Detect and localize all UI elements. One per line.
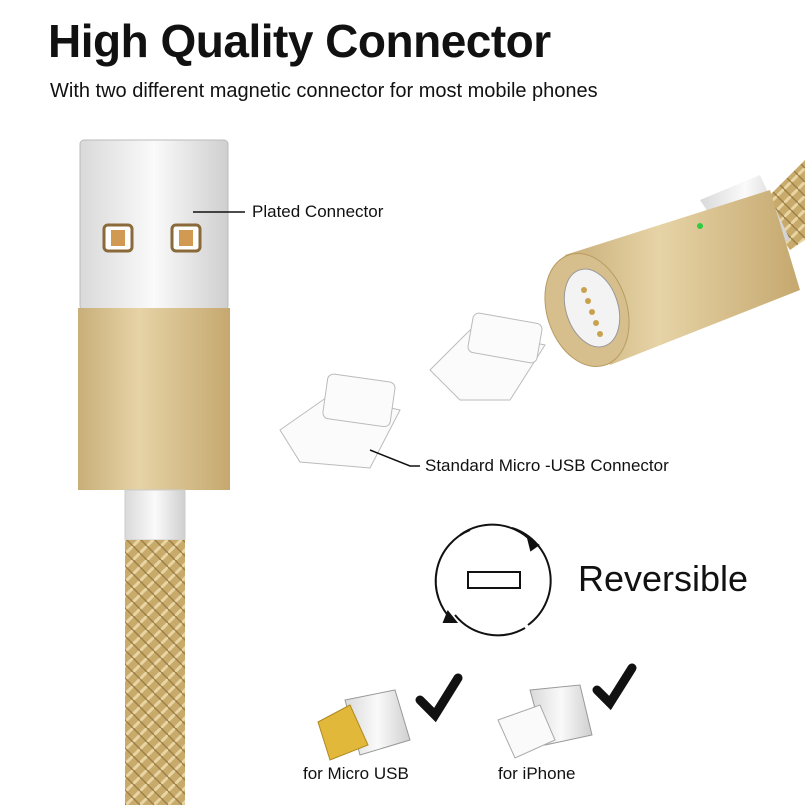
usb-a-plug <box>78 139 230 805</box>
compat-iphone-label: for iPhone <box>498 764 576 783</box>
page-title: High Quality Connector <box>48 15 551 67</box>
compat-micro-usb-label: for Micro USB <box>303 764 409 783</box>
plated-connector-label: Plated Connector <box>252 202 384 221</box>
callout-line <box>369 449 420 467</box>
check-icon <box>415 673 463 723</box>
check-icon <box>592 663 637 711</box>
magnetic-cable-head <box>544 160 805 368</box>
reversible-icon <box>434 523 552 637</box>
reversible-label: Reversible <box>578 558 749 599</box>
lightning-magnetic-tip <box>429 312 546 401</box>
led-indicator <box>697 223 703 229</box>
micro-usb-connector-label: Standard Micro -USB Connector <box>425 456 669 475</box>
lightning-tip-photo <box>497 684 593 759</box>
micro-usb-magnetic-tip <box>279 373 401 469</box>
subtitle: With two different magnetic connector fo… <box>50 80 598 102</box>
micro-usb-tip-photo <box>317 689 411 761</box>
